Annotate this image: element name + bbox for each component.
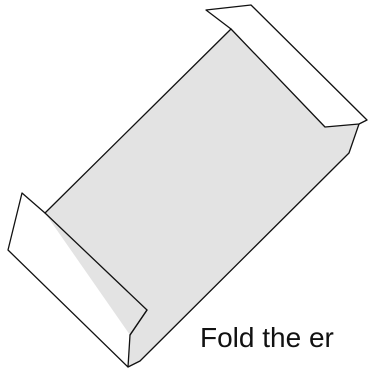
- shaded-panel: [45, 29, 359, 367]
- caption-text: Fold the er: [200, 322, 334, 353]
